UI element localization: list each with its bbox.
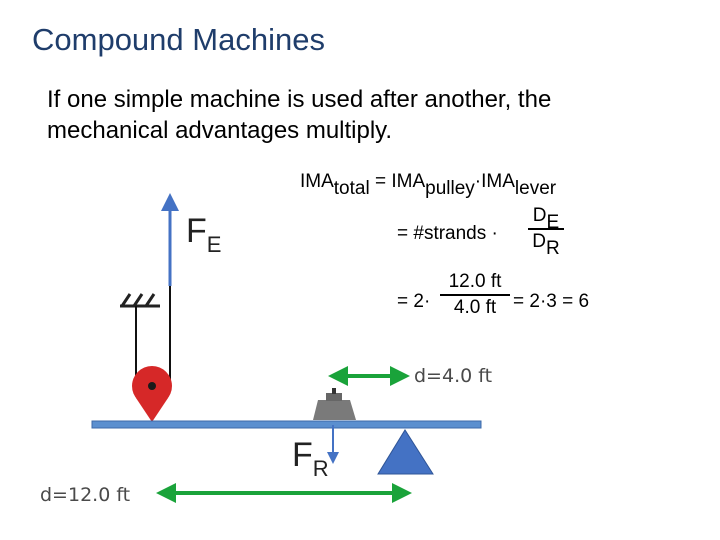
equation-fraction-distances: 12.0 ft 4.0 ft xyxy=(440,271,510,319)
slide-body-text: If one simple machine is used after anot… xyxy=(47,86,552,144)
slide-title: Compound Machines xyxy=(32,22,325,57)
resistance-force-label: FR xyxy=(292,436,329,481)
fulcrum-icon xyxy=(377,429,434,475)
pulley-icon xyxy=(132,366,172,422)
long-distance-label: d=12.0 ft xyxy=(40,484,131,506)
effort-force-label: FE xyxy=(186,212,222,257)
equation-line-1: IMAtotal = IMApulley·IMAlever xyxy=(300,171,557,199)
lever-beam xyxy=(91,420,482,429)
equation-line-3-prefix: = 2· xyxy=(397,291,431,312)
ceiling-support-icon xyxy=(120,293,160,308)
short-distance-label: d=4.0 ft xyxy=(414,365,493,387)
equation-line-2-prefix: = #strands · xyxy=(397,223,498,244)
equation-fraction-de-dr: DE DR xyxy=(528,205,564,258)
equation-line-3-result: = 2·3 = 6 xyxy=(513,291,590,312)
load-weight-icon xyxy=(313,388,356,420)
